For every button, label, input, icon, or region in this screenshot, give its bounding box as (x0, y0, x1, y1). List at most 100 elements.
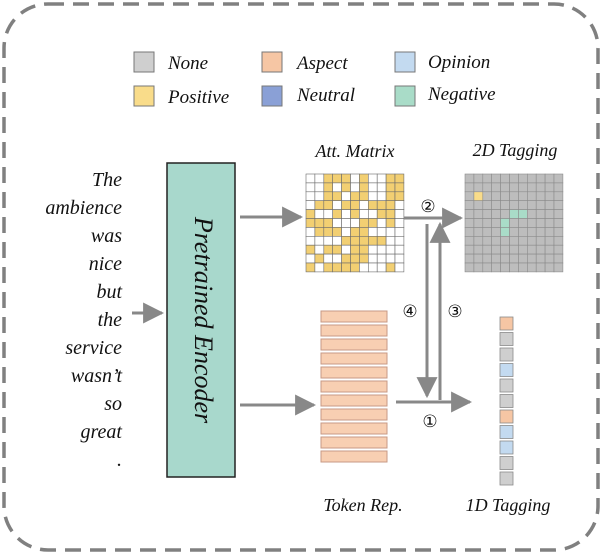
tagging-2d-cell (500, 209, 510, 219)
tagging-1d-column (499, 316, 514, 486)
att-matrix-label: Att. Matrix (315, 141, 395, 161)
tagging-2d-cell (535, 182, 546, 193)
att-matrix-cell (350, 227, 360, 237)
tagging-2d-cell (500, 253, 510, 264)
att-matrix-cell (350, 244, 360, 255)
att-matrix-cell (332, 262, 342, 273)
sentence-word: was (91, 225, 122, 247)
tagging-2d-cell (535, 244, 546, 255)
token-rep-bar (320, 324, 388, 337)
att-matrix-cell (332, 253, 342, 264)
tagging-2d-cell (535, 191, 546, 202)
tagging-1d-cell (499, 471, 514, 486)
tagging-2d-cell (473, 200, 484, 210)
tagging-2d-cell (509, 209, 519, 219)
att-matrix-cell (367, 209, 378, 219)
tagging-2d-cell (464, 209, 475, 219)
att-matrix-cell (394, 253, 405, 264)
tagging-2d-cell (544, 218, 555, 228)
att-matrix-cell (376, 236, 387, 246)
tagging-2d-cell (526, 253, 537, 264)
legend-item-negative: Negative (394, 84, 496, 107)
att-matrix-cell (367, 182, 378, 193)
tagging-2d-cell (526, 182, 537, 193)
tagging-2d-cell (544, 191, 555, 202)
tagging-2d-cell (473, 253, 484, 264)
att-matrix-cell (314, 236, 325, 246)
att-matrix-cell (314, 253, 325, 264)
att-matrix-cell (367, 236, 378, 246)
tagging-2d-cell (500, 227, 510, 237)
sentence-word: ambience (45, 197, 122, 219)
tagging-2d-cell (509, 191, 519, 202)
sentence-word: The (92, 169, 122, 191)
att-matrix-cell (376, 227, 387, 237)
att-matrix-cell (332, 200, 342, 210)
att-matrix-cell (359, 209, 369, 219)
att-matrix-cell (314, 262, 325, 273)
att-matrix-cell (305, 218, 316, 228)
token-rep-stack (320, 310, 388, 463)
tagging-2d-cell (482, 262, 492, 273)
att-matrix-cell (314, 173, 325, 184)
tagging-2d-cell (509, 262, 519, 273)
att-matrix-cell (367, 218, 378, 228)
tagging-1d-cell (499, 440, 514, 455)
tagging-2d-cell (509, 182, 519, 193)
att-matrix-cell (314, 209, 325, 219)
tagging-2d-cell (464, 236, 475, 246)
tagging-2d-cell (482, 227, 492, 237)
att-matrix-cell (385, 200, 396, 210)
att-matrix-cell (359, 200, 369, 210)
tagging-2d-cell (526, 200, 537, 210)
att-matrix-cell (359, 218, 369, 228)
att-matrix-cell (359, 227, 369, 237)
tagging-2d-cell (491, 182, 501, 193)
att-matrix-cell (359, 262, 369, 273)
tagging-2d-cell (491, 253, 501, 264)
tagging-2d-cell (526, 262, 537, 273)
att-matrix-cell (394, 236, 405, 246)
tagging-2d-cell (526, 218, 537, 228)
att-matrix-cell (341, 209, 351, 219)
att-matrix-cell (323, 200, 333, 210)
att-matrix-cell (305, 209, 316, 219)
att-matrix-cell (385, 262, 396, 273)
sentence-word: so (104, 393, 122, 415)
tagging-2d-cell (544, 173, 555, 184)
step-2-label: ② (420, 197, 435, 217)
tagging-2d-cell (482, 236, 492, 246)
att-matrix-cell (367, 253, 378, 264)
att-matrix-cell (341, 227, 351, 237)
tagging-2d-cell (544, 209, 555, 219)
att-matrix-cell (314, 182, 325, 193)
att-matrix-cell (394, 244, 405, 255)
tagging-2d-cell (535, 173, 546, 184)
token-rep-bar (320, 366, 388, 379)
tagging-2d-cell (553, 236, 564, 246)
tagging-1d-cell (499, 409, 514, 424)
token-rep-bar (320, 422, 388, 435)
tagging-1d-cell (499, 456, 514, 470)
att-matrix-cell (385, 182, 396, 193)
att-matrix-cell (341, 173, 351, 184)
sentence-word: the (98, 309, 123, 331)
att-matrix-cell (376, 244, 387, 255)
tagging-2d-cell (509, 244, 519, 255)
tagging-2d-cell (464, 227, 475, 237)
tagging-2d-cell (509, 218, 519, 228)
tagging-2d-cell (491, 244, 501, 255)
att-matrix (305, 173, 405, 273)
tagging-2d-cell (526, 191, 537, 202)
att-matrix-cell (350, 218, 360, 228)
att-matrix-cell (385, 173, 396, 184)
att-matrix-cell (350, 200, 360, 210)
legend-label-aspect: Aspect (295, 53, 348, 74)
token-rep-bar (320, 436, 388, 449)
token-rep-bar (320, 310, 388, 323)
tagging-2d-cell (491, 191, 501, 202)
tagging-2d-cell (509, 200, 519, 210)
tagging-2d-cell (553, 209, 564, 219)
tagging-2d-cell (482, 182, 492, 193)
